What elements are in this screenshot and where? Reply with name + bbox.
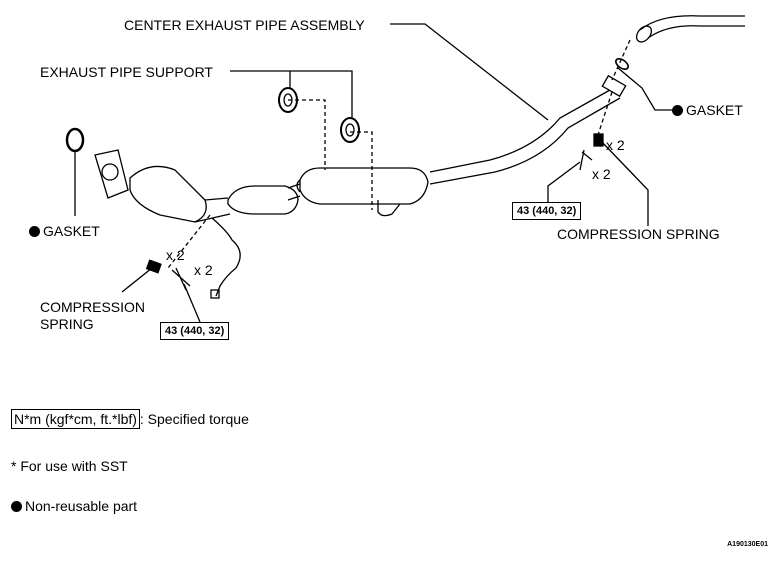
compression-spring-left-label-2: SPRING — [40, 316, 94, 332]
resonator-hanger — [377, 200, 401, 217]
compression-spring-left-label-1: COMPRESSION — [40, 299, 146, 315]
tail-pipe-end — [639, 15, 745, 39]
x2-left-spring: x 2 — [166, 247, 185, 263]
gasket-left-label: GASKET — [29, 223, 100, 239]
front-flange-hole — [101, 163, 119, 181]
bolt-left — [171, 267, 191, 291]
gasket-right-shape — [615, 58, 629, 70]
spring-right — [593, 133, 604, 147]
support-label: EXHAUST PIPE SUPPORT — [40, 64, 213, 80]
leader-spring-left — [121, 267, 153, 293]
legend-sst: * For use with SST — [11, 458, 128, 474]
dashed-pipe-upper — [611, 39, 631, 81]
sensor-wire — [211, 217, 241, 297]
x2-bottom-right: x 2 — [592, 166, 611, 182]
dashed-hanger-1 — [288, 99, 326, 170]
non-reusable-dot-icon — [672, 105, 683, 116]
support-right-inner — [345, 123, 355, 137]
dashed-pipe-lower — [597, 91, 613, 136]
center-pipe-lower — [429, 97, 621, 185]
sensor-connector — [210, 289, 220, 299]
torque-right: 43 (440, 32) — [512, 202, 582, 220]
dashed-left-bolt — [167, 214, 211, 269]
x2-left-bolt: x 2 — [194, 262, 213, 278]
leader-gasket-right — [617, 67, 672, 111]
spring-left — [145, 259, 162, 274]
front-flange — [94, 149, 129, 199]
legend-torque-unit: N*m (kgf*cm, ft.*lbf) — [11, 409, 140, 429]
compression-spring-right-label: COMPRESSION SPRING — [557, 226, 720, 242]
pipe-flange-right — [601, 74, 627, 98]
sub-converter — [227, 185, 299, 215]
dashed-hanger-2 — [350, 131, 373, 210]
figure-code: A190130E01 — [727, 541, 768, 548]
center-pipe-label: CENTER EXHAUST PIPE ASSEMBLY — [124, 17, 365, 33]
legend-non-reusable: Non-reusable part — [11, 497, 137, 515]
legend-torque: N*m (kgf*cm, ft.*lbf): Specified torque — [11, 409, 249, 429]
leader-support — [230, 70, 353, 118]
support-left — [278, 87, 298, 113]
non-reusable-dot-icon — [11, 501, 22, 512]
leader-center-pipe — [390, 23, 549, 121]
non-reusable-dot-icon — [29, 226, 40, 237]
leader-torque-left — [183, 283, 201, 323]
center-pipe-upper — [429, 89, 611, 173]
support-right — [340, 117, 360, 143]
bolt-right — [579, 149, 593, 171]
x2-top-right: x 2 — [606, 137, 625, 153]
gasket-right-label: GASKET — [672, 102, 743, 118]
legend-torque-desc: : Specified torque — [139, 411, 249, 427]
gasket-left-shape — [65, 127, 85, 153]
leader-spring-right — [599, 139, 649, 226]
tail-pipe-flange — [635, 25, 653, 43]
resonator — [299, 167, 429, 205]
torque-left: 43 (440, 32) — [160, 322, 230, 340]
leader-torque-right — [547, 161, 581, 202]
support-left-inner — [283, 93, 293, 107]
front-converter — [129, 165, 207, 223]
